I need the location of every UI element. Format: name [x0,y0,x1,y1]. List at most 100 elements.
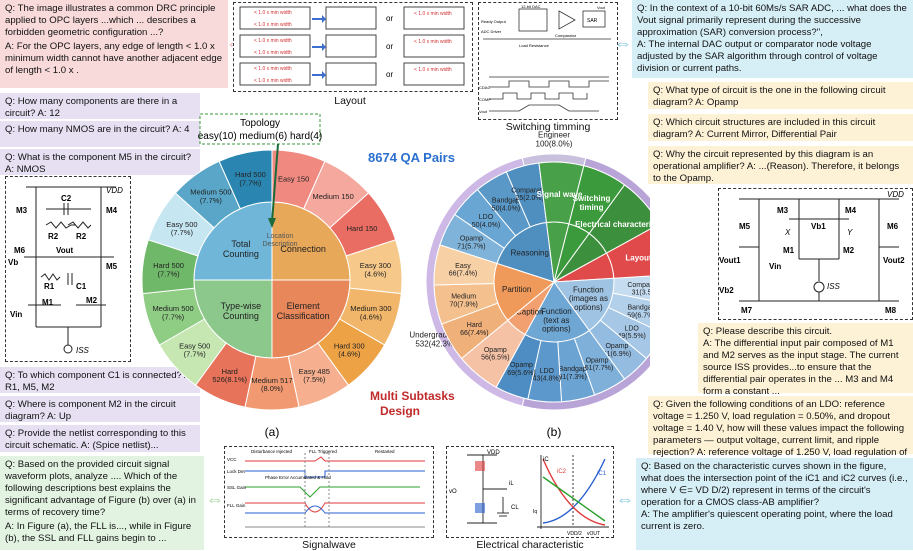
circuit-left-svg: VDD M3 C2 M4 R2 R2 Vout M6 M5 Vb R1 C1 M… [8,186,123,355]
pie-a-outer-14 [218,149,273,210]
pie-a-outer-label-9: Easy 500(7.7%) [179,341,210,358]
qa-signal-box: Q: Based on the provided circuit signal … [0,456,204,550]
circuit-left-vb: Vb [8,258,18,267]
qa-type-q: Q: What type of circuit is the one in th… [653,85,886,108]
qa-count-a1: A: 12 [37,107,60,119]
qa-conn-a3: A: (Spice netlist)... [80,439,159,451]
pie-a-outer-label-3: Easy 300(4.6%) [360,261,391,278]
elec-label-il: iL [509,481,514,487]
signal-label-restart: Restarted [375,449,395,454]
qa-desc-answer: A: The differential input pair composed … [703,337,899,397]
circuit-right-svg: VDD M3 M4 M5 M6 X Vb1 Y M1 M2 Vin Vout1 … [719,190,905,315]
elec-label-iq: Iq [533,509,537,515]
qa-ldo-q: Q: Given the following conditions of an … [653,399,905,458]
qa-count-box-1: Q: How many components are there in a ci… [0,93,200,119]
qa-curve-question: Q: Based on the characteristic curves sh… [641,461,908,508]
switch-label-comp: Comparator [555,33,577,38]
circuit-right-m7: M7 [741,306,753,315]
pie-b-cat-overlay-label-4: Layout [625,253,650,262]
qa-count-box-2: Q: How many NMOS are in the circuit? A: … [0,121,200,147]
circuit-right-y: Y [847,228,853,237]
qa-layout-answer: A: For the OPC layers, any edge of lengt… [5,40,223,76]
switch-label-cdac: CDAC [479,85,490,90]
layout-row1-l2: < 1.0 x min width [254,22,292,28]
qa-count-a3: A: NMOS [5,163,46,175]
circuit-right-m8: M8 [885,306,897,315]
elec-label-vout: vOUT [587,531,600,537]
label-b: (b) [547,425,562,439]
elec-label-vo: vO [449,489,457,495]
qa-struct-a: A: Current Mirror, Differential Pair [695,128,837,140]
layout-row3-l2: < 1.0 x min width [254,78,292,84]
elec-label-vdd: VDD [487,450,500,456]
switch-label-ready: Ready Output [481,19,507,24]
qa-conn-box-2: Q: Where is component M2 in the circuit … [0,396,200,422]
qa-pairs-title: 8674 QA Pairs [368,150,455,165]
pie-a-outer-label-10: Medium 500(7.7%) [152,304,193,321]
circuit-right-x: X [784,228,791,237]
qa-type-box: Q: What type of circuit is the one in th… [648,82,913,109]
qa-layout-question: Q: The image illustrates a common DRC pr… [5,3,216,38]
qa-curve-answer: A: The amplifier's quiescent operating p… [641,508,893,532]
qa-struct-q: Q: Which circuit structures are included… [653,117,876,140]
circuit-left-vout: Vout [56,246,74,255]
elec-label-vdd2: VDD/2 [567,531,582,537]
circuit-left-vin: Vin [10,310,22,319]
circuit-left-m1: M1 [42,298,54,307]
signal-label-trig: FLL Triggered [309,449,337,454]
electrical-figure: iC iC1 iC2 VDD VDD/2 vO iL vOUT CL Iq [446,446,614,538]
qa-layout-box: Q: The image illustrates a common DRC pr… [0,0,228,88]
switch-label-driver: ADC Driver [481,29,502,34]
circuit-right-vb1: Vb1 [811,222,826,231]
switch-label-vout: Vout [597,5,606,10]
qa-conn-box-1: Q: To which component C1 is connected? A… [0,367,200,393]
circuit-left-m5: M5 [106,262,118,271]
pie-a-outer-label-14: Hard 500(7.7%) [235,170,266,187]
circuit-right-vin: Vin [769,262,781,271]
circuit-right-m2: M2 [843,246,855,255]
pie-a-outer-label-2: Hard 150 [347,224,378,233]
layout-row2-r: < 1.0 x min width [414,39,452,45]
qa-count-box-3: Q: What is the component M5 in the circu… [0,149,200,175]
qa-signal-question: Q: Based on the provided circuit signal … [5,459,196,518]
circuit-right-vdd: VDD [887,190,904,199]
pie-b-outer-label-4: Comparator31(3.5%) [627,282,650,297]
switching-figure: 12-bit DAC Ready Output Comparator SAR V… [478,2,618,120]
qa-why-a: A: ...(Reason). Therefore, it belongs to… [653,160,900,184]
layout-row1-r: < 1.0 x min width [414,11,452,17]
qa-conn-q1: Q: To which component C1 is connected? [5,370,182,381]
pie-b-group: Engineer100(8.0%)Graduate624(49.7%)Under… [409,131,650,411]
pie-a-inner-label-1: Connection [280,244,326,254]
qa-conn-box-3: Q: Provide the netlist corresponding to … [0,425,200,452]
layout-or-2: or [386,42,393,51]
circuit-right-m6: M6 [887,222,899,231]
circuit-left-r1: R1 [44,282,55,291]
qa-count-a2: A: 4 [172,124,190,135]
qa-type-a: A: Opamp [695,96,739,108]
elec-label-ic2: iC2 [557,469,567,475]
signal-label-ssl: SSL Gain [227,485,247,490]
qa-why-q: Q: Why the circuit represented by this d… [653,149,874,172]
qa-adc-question: Q: In the context of a 10-bit 60Ms/s SAR… [637,3,907,38]
design-label: Design [380,404,420,418]
topology-sub: easy(10) medium(6) hard(4) [198,131,323,142]
topology-pointer-head-icon [268,218,276,228]
pie-b-cat-overlay-label-3: Electrical characteristic [575,220,650,229]
circuit-left-c2: C2 [61,194,72,203]
qa-ldo-box: Q: Given the following conditions of an … [648,396,913,470]
